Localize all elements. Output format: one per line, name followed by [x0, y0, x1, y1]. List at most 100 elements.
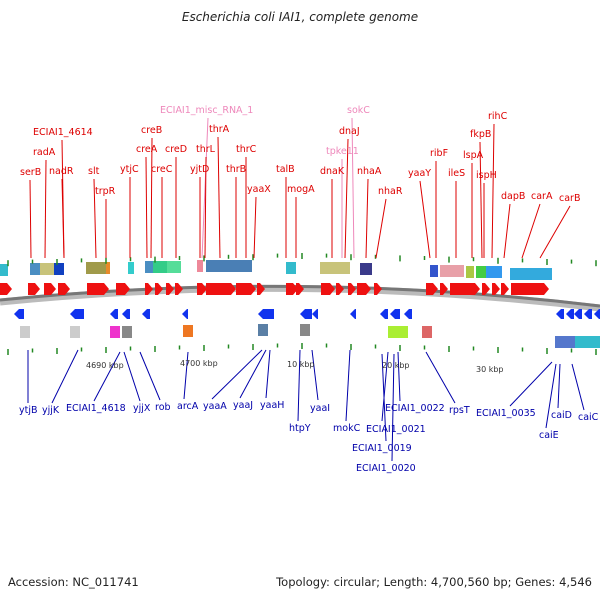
gene-label: yjjX: [133, 403, 151, 414]
reverse-gene-arrow: [258, 309, 274, 319]
leader-line: [425, 351, 456, 404]
leader-line: [93, 351, 121, 402]
leader-line: [391, 353, 395, 462]
leader-line: [521, 203, 541, 259]
scale-label: 4700 kbp: [180, 359, 218, 368]
gene-label: rob: [155, 402, 171, 413]
feature-box: [0, 264, 8, 276]
gene-label: yaaJ: [233, 400, 253, 411]
feature-box: [153, 261, 167, 273]
gene-label: carB: [559, 193, 580, 204]
reverse-gene-arrow: [584, 309, 592, 319]
gene-label: nhaA: [357, 166, 382, 177]
gene-label: ECIAI1_0021: [366, 424, 426, 435]
forward-gene-arrow: [197, 283, 207, 295]
feature-box: [360, 263, 372, 275]
gene-label: creD: [165, 144, 187, 155]
reverse-gene-arrow: [574, 309, 582, 319]
feature-box: [430, 265, 438, 277]
leader-line: [201, 117, 209, 259]
feature-box: [206, 260, 252, 272]
feature-box: [476, 266, 486, 278]
feature-box: [110, 326, 120, 338]
forward-gene-arrow: [236, 283, 256, 295]
forward-gene-arrow: [357, 283, 371, 295]
gene-label: serB: [20, 167, 41, 178]
rna-label: ECIAI1_misc_RNA_1: [160, 105, 253, 116]
leader-line: [51, 349, 79, 404]
label-leader-lines: [27, 117, 585, 462]
feature-box: [300, 324, 310, 336]
leader-line: [217, 136, 221, 259]
gene-label: nhaR: [378, 186, 403, 197]
forward-gene-arrow: [296, 283, 304, 295]
forward-gene-arrow: [374, 283, 382, 295]
leader-line: [557, 363, 561, 409]
leader-line: [365, 178, 369, 259]
gene-label: ECIAI1_0035: [476, 408, 536, 419]
forward-gene-arrow: [44, 283, 56, 295]
forward-gene-arrow: [492, 283, 500, 295]
leader-line: [344, 138, 349, 259]
reverse-gene-arrow: [300, 309, 312, 319]
reverse-strand-arrows: [14, 309, 600, 319]
gene-label: yjjK: [42, 405, 60, 416]
feature-box: [440, 265, 464, 277]
leader-line: [150, 137, 153, 259]
leader-line: [145, 156, 148, 259]
reverse-gene-arrow: [556, 309, 564, 319]
feature-box: [510, 268, 552, 280]
leader-line: [375, 198, 387, 259]
gene-label: dnaJ: [339, 126, 360, 137]
gene-label: thrL: [196, 144, 216, 155]
gene-label: ECIAI1_0020: [356, 463, 416, 474]
feature-box: [128, 262, 134, 274]
feature-box: [398, 326, 408, 338]
gene-label: lspA: [463, 150, 484, 161]
leader-line: [204, 156, 207, 259]
leader-line: [297, 349, 301, 422]
forward-gene-arrow: [175, 283, 183, 295]
leader-line: [239, 349, 267, 399]
leader-line: [539, 205, 571, 259]
reverse-gene-arrow: [312, 309, 318, 319]
reverse-gene-arrow: [594, 309, 600, 319]
reverse-gene-arrow: [110, 309, 118, 319]
gene-label: ECIAI1_0019: [352, 443, 412, 454]
leader-line: [509, 361, 553, 407]
leader-line: [571, 363, 585, 411]
feature-box: [388, 326, 398, 338]
feature-boxes: [0, 260, 600, 348]
feature-box: [86, 262, 106, 274]
feature-box: [20, 326, 30, 338]
leader-line: [61, 178, 65, 259]
feature-box: [183, 325, 193, 337]
leader-line: [503, 203, 511, 259]
leader-line: [419, 180, 431, 259]
forward-gene-arrow: [116, 283, 130, 295]
feature-box: [70, 326, 80, 338]
feature-box: [106, 262, 110, 274]
feature-box: [320, 262, 350, 274]
forward-gene-arrow: [336, 283, 344, 295]
gene-label: rpsT: [449, 405, 470, 416]
gene-label: yaaA: [203, 401, 227, 412]
gene-label: yjtD: [190, 164, 209, 175]
forward-gene-arrow: [348, 283, 356, 295]
forward-gene-arrow: [87, 283, 109, 295]
feature-box: [286, 262, 296, 274]
feature-box: [197, 260, 203, 272]
gene-label: creA: [136, 144, 158, 155]
gene-label: mokC: [333, 423, 361, 434]
gene-label: ECIAI1_4614: [33, 127, 93, 138]
forward-gene-arrow: [440, 283, 448, 295]
rna-label: sokC: [347, 105, 370, 116]
forward-strand-arrows: [0, 283, 549, 295]
feature-box: [466, 266, 474, 278]
leader-line: [44, 159, 47, 259]
gene-label: yaaI: [310, 403, 330, 414]
gene-label: ribF: [430, 148, 448, 159]
gene-label: caiD: [551, 410, 572, 421]
forward-gene-arrow: [58, 283, 70, 295]
scale-label: 4690 kbp: [86, 361, 124, 370]
